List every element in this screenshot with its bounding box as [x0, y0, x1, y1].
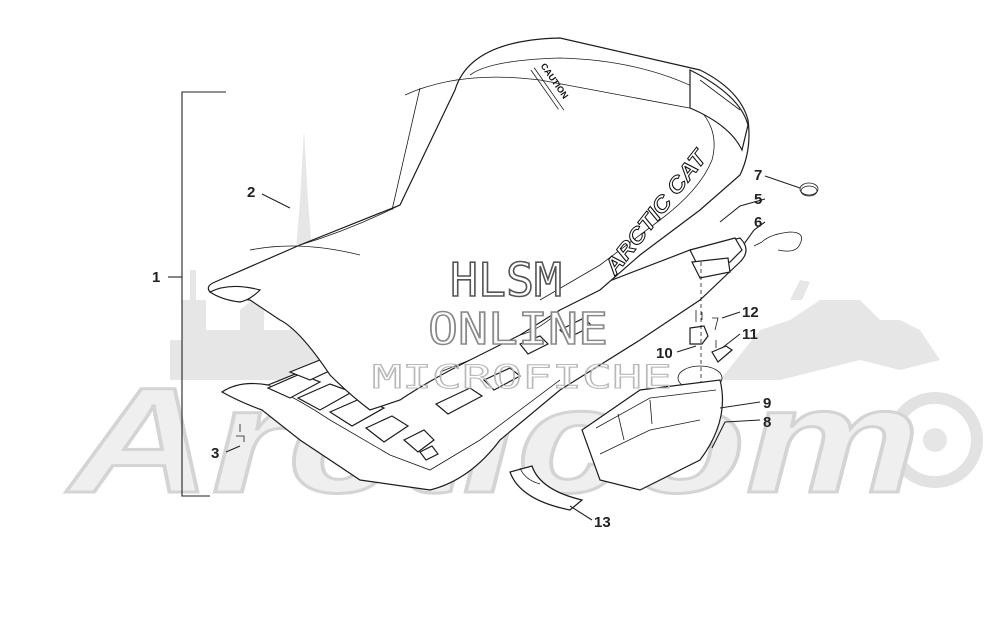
- callout-2: 2: [247, 184, 255, 201]
- assembly-bracket: [168, 91, 226, 497]
- callout-8: 8: [763, 414, 771, 431]
- hlsm-watermark: HLSM ONLINE MICROFICHE: [371, 252, 672, 396]
- callout-10: 10: [656, 345, 673, 362]
- callout-3: 3: [211, 445, 219, 462]
- callout-12: 12: [742, 304, 759, 321]
- part-12-pin: [712, 317, 719, 331]
- callout-11: 11: [742, 326, 758, 343]
- seat-base-pan: [220, 237, 747, 491]
- part-8-foam-block: [581, 379, 724, 491]
- callout-7: 7: [754, 167, 762, 184]
- callout-1: 1: [152, 269, 160, 286]
- part-13-strap: [509, 465, 584, 511]
- watermark-line2: ONLINE: [428, 304, 608, 355]
- watermark-line1: HLSM: [450, 253, 562, 307]
- part-3-fastener: [236, 424, 245, 442]
- callout-6: 6: [754, 214, 762, 231]
- callout-9: 9: [763, 395, 771, 412]
- leader-lines: [225, 175, 801, 521]
- watermark-line3: MICROFICHE: [372, 358, 672, 396]
- callout-5: 5: [754, 191, 762, 208]
- part-10-fastener: [689, 310, 709, 345]
- part-11-latch: [711, 340, 733, 363]
- part-6-hairpin: [753, 231, 803, 252]
- seat-cushion: [207, 37, 750, 411]
- part-7-ring: [799, 182, 819, 197]
- callouts: 1 2 3 5 6 7 8 9 10 11 12 13: [152, 167, 771, 531]
- callout-13: 13: [594, 514, 611, 531]
